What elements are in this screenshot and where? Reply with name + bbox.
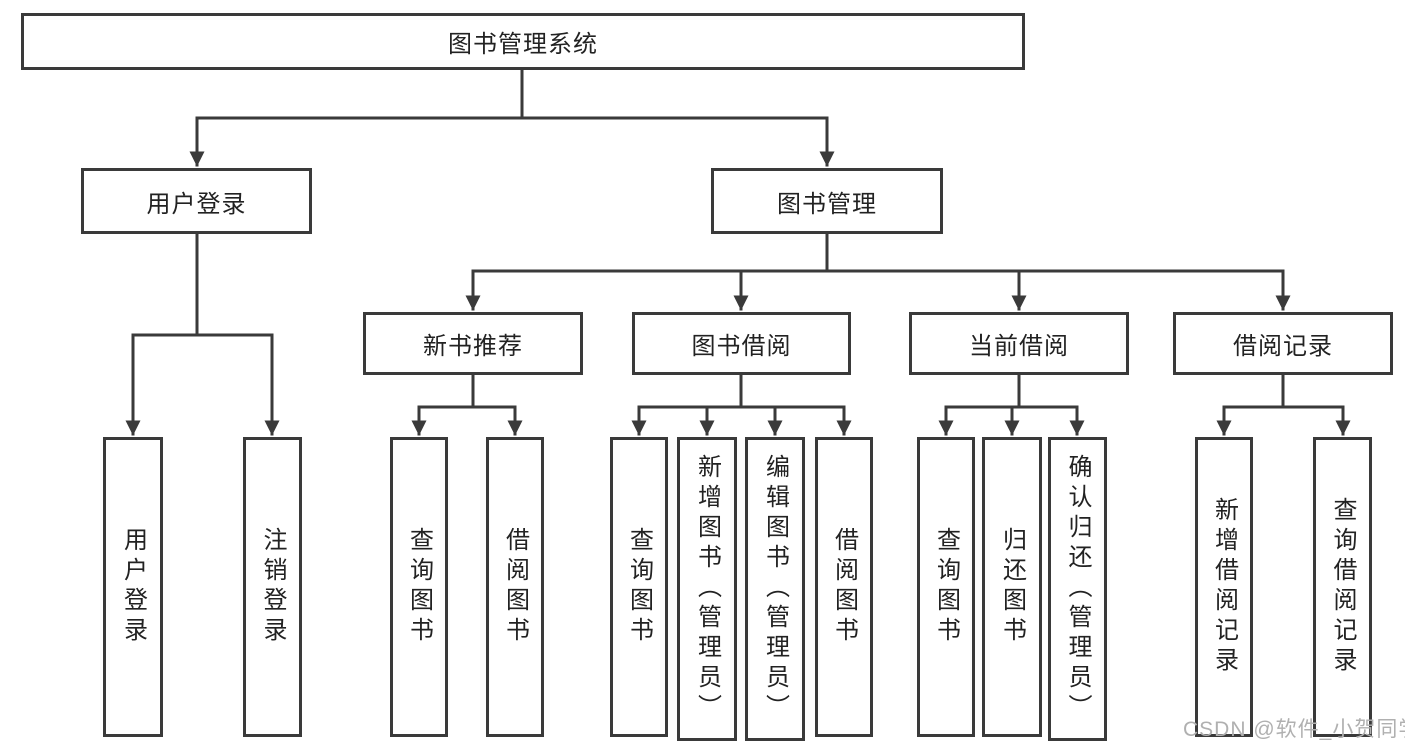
leaf-add-borrow-record-label: 新增借阅记录: [1210, 497, 1238, 677]
node-borrowing-records: 借阅记录: [1173, 312, 1393, 375]
node-new-book-recommendation-label: 新书推荐: [423, 333, 523, 360]
leaf-logout-label: 注销登录: [259, 527, 286, 647]
leaf-add-book-admin-label: 新增图书（管理员）: [693, 454, 721, 724]
node-root: 图书管理系统: [21, 13, 1025, 70]
leaf-edit-book-admin-label: 编辑图书（管理员）: [761, 454, 789, 724]
leaf-query-books-recommend: 查询图书: [390, 437, 448, 737]
node-current-borrowing: 当前借阅: [909, 312, 1129, 375]
leaf-query-books-current-label: 查询图书: [932, 527, 960, 647]
node-book-borrowing: 图书借阅: [632, 312, 851, 375]
node-book-management: 图书管理: [711, 168, 943, 234]
leaf-borrow-books-borrowing-label: 借阅图书: [830, 527, 858, 647]
node-book-borrowing-label: 图书借阅: [691, 333, 792, 360]
leaf-query-books-borrowing-label: 查询图书: [625, 527, 653, 647]
leaf-user-login: 用户登录: [103, 437, 163, 737]
leaf-user-login-label: 用户登录: [119, 527, 147, 647]
leaf-query-books-recommend-label: 查询图书: [405, 527, 433, 647]
node-user-login-label: 用户登录: [146, 190, 247, 218]
leaf-borrow-books-recommend-label: 借阅图书: [501, 527, 529, 647]
leaf-borrow-books-borrowing: 借阅图书: [815, 437, 873, 737]
leaf-add-book-admin: 新增图书（管理员）: [677, 437, 737, 741]
node-new-book-recommendation: 新书推荐: [363, 312, 583, 375]
leaf-query-books-current: 查询图书: [917, 437, 975, 737]
leaf-query-borrow-record: 查询借阅记录: [1313, 437, 1372, 737]
node-root-label: 图书管理系统: [448, 31, 598, 58]
leaf-query-books-borrowing: 查询图书: [610, 437, 668, 737]
node-book-management-label: 图书管理: [777, 190, 877, 218]
leaf-return-books: 归还图书: [982, 437, 1042, 737]
leaf-query-borrow-record-label: 查询借阅记录: [1329, 497, 1356, 677]
leaf-return-books-label: 归还图书: [998, 527, 1026, 647]
node-current-borrowing-label: 当前借阅: [969, 333, 1069, 360]
watermark-text: CSDN @软件_小贺同学: [1183, 718, 1405, 741]
leaf-borrow-books-recommend: 借阅图书: [486, 437, 544, 737]
leaf-confirm-return-admin: 确认归还（管理员）: [1048, 437, 1107, 741]
leaf-edit-book-admin: 编辑图书（管理员）: [745, 437, 805, 741]
node-user-login: 用户登录: [81, 168, 312, 234]
leaf-add-borrow-record: 新增借阅记录: [1195, 437, 1253, 737]
leaf-confirm-return-admin-label: 确认归还（管理员）: [1064, 454, 1091, 724]
node-borrowing-records-label: 借阅记录: [1233, 333, 1333, 360]
leaf-logout: 注销登录: [243, 437, 302, 737]
